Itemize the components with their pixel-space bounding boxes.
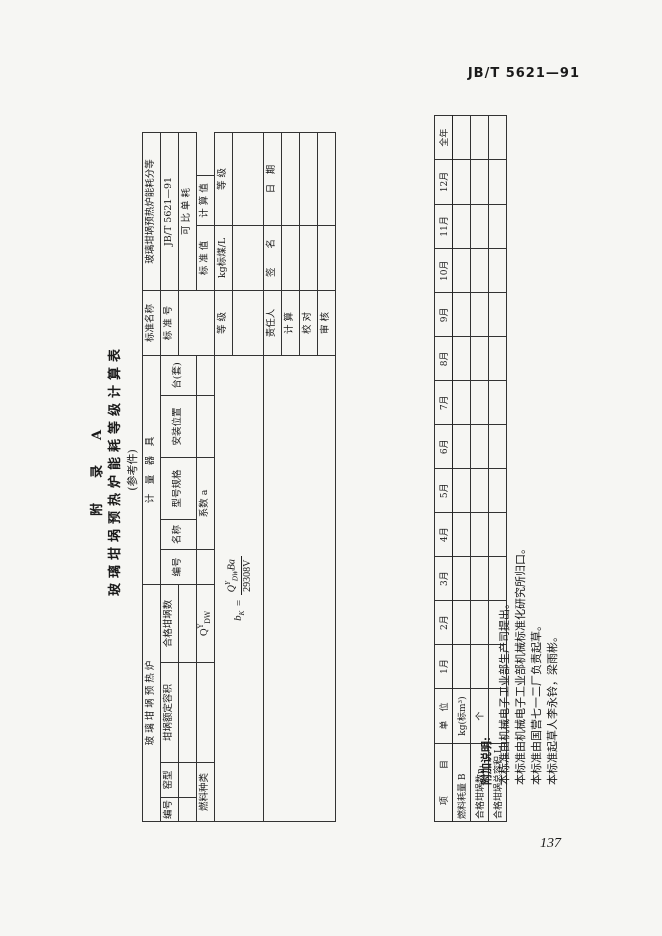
note-line: 本标准起草人李永铃，梁雨彬。: [546, 631, 559, 785]
std-name-value: 玻璃坩埚预热炉能耗分等: [142, 132, 161, 291]
month-header: 12月: [434, 159, 453, 205]
coefficient-label: 系数 a: [196, 457, 215, 550]
calculation-table: 玻 璃 坩 埚 预 热 炉 计 量 器 具 标准名称 玻璃坩埚预热炉能耗分等 编…: [142, 132, 336, 822]
blank-std-cell: [178, 290, 215, 356]
month-header: 3月: [434, 556, 453, 601]
std-value-header: 标 准 值: [196, 225, 215, 291]
qualified-count-cell: [178, 584, 197, 663]
item-label: 燃料耗量 B: [452, 743, 471, 822]
chamber-header: 窑型: [160, 762, 179, 798]
crucible-volume-header: 坩埚额定容积: [160, 662, 179, 763]
responsible-label: 责任人: [263, 290, 282, 356]
formula-area: bK = QYDWBa 29308V: [214, 355, 264, 822]
code-cell: [178, 797, 197, 822]
date-label: 日 期: [263, 132, 282, 226]
grade-cell-2: [232, 132, 264, 226]
table-row: 燃料耗量 B kg(标m³): [452, 115, 471, 822]
code-header: 编号: [160, 797, 179, 822]
qualified-count-header: 合格坩埚数: [160, 584, 179, 663]
std-no-label: 标 准 号: [160, 290, 179, 356]
meter-spec-header: 型号规格: [160, 457, 197, 520]
calc-label: 计 算: [281, 290, 300, 356]
annex-title: 附 录 A: [90, 423, 105, 517]
review-sign-cell: [317, 225, 336, 291]
review-label: 审 核: [317, 290, 336, 356]
notes-title: 附加说明:: [480, 736, 493, 785]
calc-value-header: 计 算 值: [196, 175, 215, 226]
sign-label: 签 名: [263, 225, 282, 291]
proof-date-cell: [299, 132, 318, 226]
note-line: 本标准由机械电子工业部机械标准化研究所归口。: [514, 543, 527, 785]
calc-date-cell: [281, 132, 300, 226]
meter-qty-header: 台(套): [160, 355, 197, 396]
month-header: 单 位: [434, 688, 453, 744]
meter-code-header: 编号: [160, 549, 197, 585]
calc-sign-cell: [281, 225, 300, 291]
meter-pos-header: 安装位置: [160, 395, 197, 458]
month-header: 1月: [434, 644, 453, 689]
grade-header-2: 等 级: [214, 132, 233, 226]
heat-value-symbol: QYDW: [196, 584, 215, 663]
unit-header: kg标煤/L: [214, 225, 233, 291]
table-title: 玻璃坩埚预热炉能耗等级计算表: [108, 344, 123, 597]
unit-label: kg(标m³): [452, 688, 471, 744]
crucible-volume-cell: [178, 662, 197, 763]
furnace-group-header: 玻 璃 坩 埚 预 热 炉: [142, 584, 161, 822]
month-header: 4月: [434, 512, 453, 557]
note-line: 本标准由国营七一二厂负责起草。: [530, 620, 543, 785]
meter-name-header: 名称: [160, 519, 197, 550]
month-header: 全年: [434, 115, 453, 160]
meter-row-cell: [196, 395, 215, 458]
month-header: 项 目: [434, 743, 453, 822]
comparable-consumption-header: 可 比 单 耗: [178, 132, 197, 291]
review-date-cell: [317, 132, 336, 226]
table-row: 合格坩埚数n₁ 个: [470, 115, 489, 822]
grade-header: 等 级: [214, 290, 233, 356]
energy-formula: bK = QYDWBa 29308V: [224, 556, 253, 621]
month-header: 9月: [434, 292, 453, 337]
section-divider: [488, 317, 489, 455]
proof-label: 校 对: [299, 290, 318, 356]
fuel-type-cell: [196, 662, 215, 763]
month-header: 7月: [434, 380, 453, 425]
month-header: 11月: [434, 204, 453, 249]
month-header: 8月: [434, 336, 453, 381]
meter-row-cell: [196, 549, 215, 585]
month-header: 2月: [434, 600, 453, 645]
unit-label: 个: [470, 688, 489, 744]
grade-cell: [232, 290, 264, 356]
chamber-cell: [178, 762, 197, 798]
page-number: 137: [540, 836, 561, 851]
note-line: 本标准由机械电子工业部生产司提出。: [498, 598, 511, 785]
month-header: 6月: [434, 424, 453, 469]
meters-group-header: 计 量 器 具: [142, 355, 161, 585]
meter-row-cell: [196, 355, 215, 396]
document-code: JB/T 5621—91: [467, 66, 580, 81]
fuel-type-label: 燃料种类: [196, 762, 215, 822]
month-header: 10月: [434, 248, 453, 293]
std-name-label: 标准名称: [142, 290, 161, 356]
proof-sign-cell: [299, 225, 318, 291]
rotated-content: 附 录 A 玻璃坩埚预热炉能耗等级计算表 (参考件) 玻 璃 坩 埚 预 热 炉…: [84, 115, 559, 825]
table-subtitle: (参考件): [126, 449, 139, 491]
blank-area: [263, 355, 336, 822]
month-header: 5月: [434, 468, 453, 513]
std-no-value: JB/T 5621—91: [160, 132, 179, 291]
unit-cell: [232, 225, 264, 291]
